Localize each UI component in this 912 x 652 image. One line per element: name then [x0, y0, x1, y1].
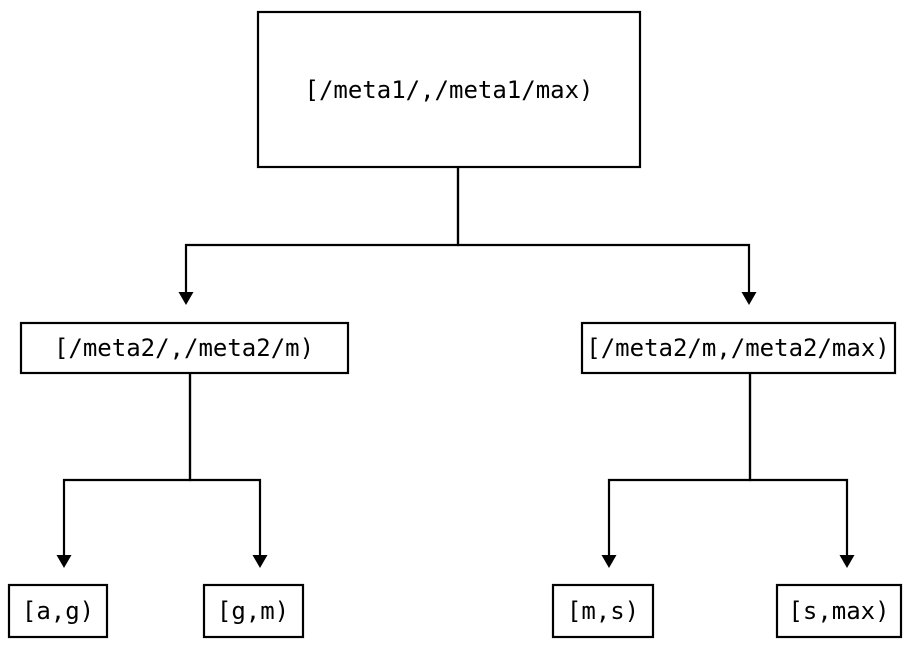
tree-node-mid-left[interactable]: [/meta2/,/meta2/m): [19, 321, 350, 375]
edge-line: [188, 373, 262, 555]
arrowhead-down-icon: [601, 555, 617, 568]
node-box[interactable]: [7, 583, 109, 639]
node-label: [a,g): [22, 597, 94, 625]
node-box[interactable]: [202, 583, 305, 639]
node-box[interactable]: [580, 321, 897, 375]
tree-node-root[interactable]: [/meta1/,/meta1/max): [256, 10, 642, 169]
tree-node-mid-right[interactable]: [/meta2/m,/meta2/max): [580, 321, 897, 375]
node-label: [g,m): [217, 597, 289, 625]
tree-node-leaf-gm[interactable]: [g,m): [202, 583, 305, 639]
arrowhead-down-icon: [839, 555, 855, 568]
edge-root-to-mid-left: [178, 167, 460, 305]
edge-mid-left-to-leaf-ag: [56, 373, 192, 568]
arrowhead-down-icon: [741, 292, 757, 305]
node-label: [s,max): [788, 597, 889, 625]
edge-line: [456, 167, 751, 292]
nodes-layer: [/meta1/,/meta1/max) [/meta2/,/meta2/m) …: [7, 10, 903, 639]
node-box[interactable]: [19, 321, 350, 375]
arrowhead-down-icon: [252, 555, 268, 568]
edge-mid-right-to-leaf-smax: [748, 373, 855, 568]
edge-mid-right-to-leaf-ms: [601, 373, 752, 568]
arrowhead-down-icon: [56, 555, 72, 568]
tree-node-leaf-smax[interactable]: [s,max): [775, 583, 903, 639]
node-label: [/meta2/,/meta2/m): [54, 334, 314, 362]
edge-mid-left-to-leaf-gm: [188, 373, 268, 568]
node-box[interactable]: [256, 10, 642, 169]
edge-line: [184, 167, 460, 292]
edge-line: [62, 373, 192, 555]
node-label: [/meta2/m,/meta2/max): [586, 334, 889, 362]
node-label: [/meta1/,/meta1/max): [305, 76, 594, 104]
edge-root-to-mid-right: [456, 167, 757, 305]
tree-node-leaf-ag[interactable]: [a,g): [7, 583, 109, 639]
edges-layer: [56, 167, 855, 568]
tree-node-leaf-ms[interactable]: [m,s): [551, 583, 655, 639]
edge-line: [607, 373, 752, 555]
node-box[interactable]: [551, 583, 655, 639]
node-label: [m,s): [567, 597, 639, 625]
node-box[interactable]: [775, 583, 903, 639]
edge-line: [748, 373, 849, 555]
arrowhead-down-icon: [178, 292, 194, 305]
